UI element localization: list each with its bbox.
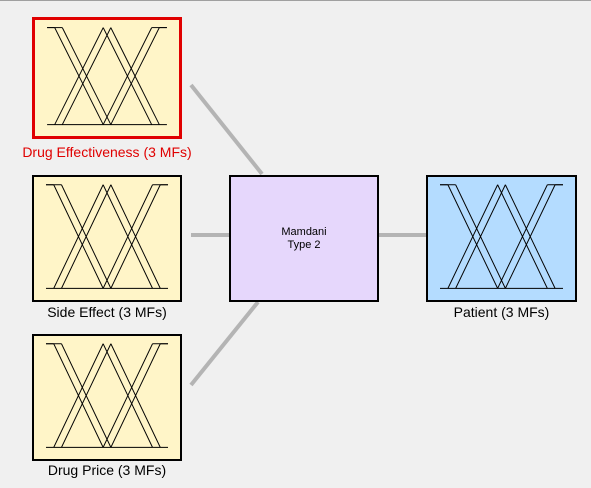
system-type-line1: Mamdani <box>281 225 327 238</box>
input-side-effect-box[interactable] <box>32 175 182 302</box>
mf-plot-icon <box>47 27 167 126</box>
input-drug-price-box[interactable] <box>32 334 182 461</box>
input-drug-effectiveness-label[interactable]: Drug Effectiveness (3 MFs) <box>22 144 192 160</box>
system-type-line2: Type 2 <box>287 238 321 251</box>
connector-input-1 <box>189 83 264 176</box>
mf-plot-icon <box>440 184 563 289</box>
input-drug-effectiveness-box[interactable] <box>32 17 182 139</box>
top-divider <box>0 0 591 1</box>
mf-plot-icon <box>45 184 169 289</box>
input-side-effect-label[interactable]: Side Effect (3 MFs) <box>47 304 167 320</box>
mf-plot-icon <box>45 343 169 448</box>
connector-input-3 <box>189 300 260 387</box>
output-patient-label[interactable]: Patient (3 MFs) <box>453 304 550 320</box>
input-drug-price-label[interactable]: Drug Price (3 MFs) <box>47 462 167 478</box>
fis-system-box[interactable]: Mamdani Type 2 <box>229 175 379 302</box>
output-patient-box[interactable] <box>426 175 577 302</box>
